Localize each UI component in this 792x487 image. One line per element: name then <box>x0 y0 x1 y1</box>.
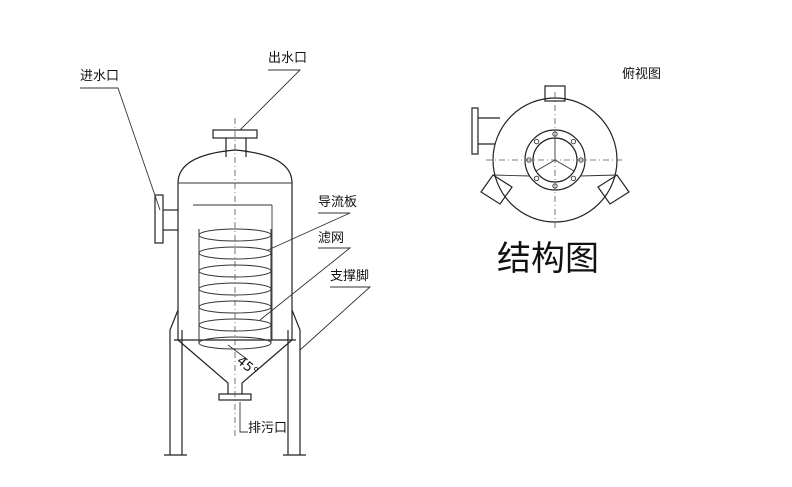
bolt-hole <box>533 175 540 182</box>
angle-mark-label: 45° <box>233 354 260 380</box>
filter-screen-label: 滤网 <box>318 231 344 246</box>
coil-side <box>198 229 272 343</box>
side-view: 45° 进水口 出水口 导流板 滤网 支撑脚 排污口 <box>80 51 372 456</box>
drain-label: 排污口 <box>248 421 287 436</box>
top-view-nozzle-top <box>544 85 566 102</box>
top-view-label: 俯视图 <box>622 66 661 82</box>
support-leg-label: 支撑脚 <box>330 268 369 284</box>
bolt-hole <box>533 138 540 145</box>
bolt-hole <box>570 175 577 182</box>
top-view: 俯视图 <box>471 66 661 279</box>
leader-lines <box>80 69 372 433</box>
bolt-hole <box>570 138 577 145</box>
outlet-pipe <box>212 129 258 157</box>
vessel-cone <box>177 339 293 384</box>
baffle-label: 导流板 <box>318 195 357 210</box>
angle-mark: 45° <box>227 344 261 380</box>
support-legs <box>164 309 306 456</box>
baffle-plate <box>193 204 273 340</box>
inlet-label: 进水口 <box>80 69 119 84</box>
inlet-pipe <box>154 194 178 244</box>
top-view-inlet <box>471 107 500 155</box>
top-view-leg-left <box>480 174 531 205</box>
outlet-label: 出水口 <box>268 51 307 66</box>
diagram-title: 结构图 <box>497 239 599 279</box>
top-view-leg-right <box>579 174 630 205</box>
